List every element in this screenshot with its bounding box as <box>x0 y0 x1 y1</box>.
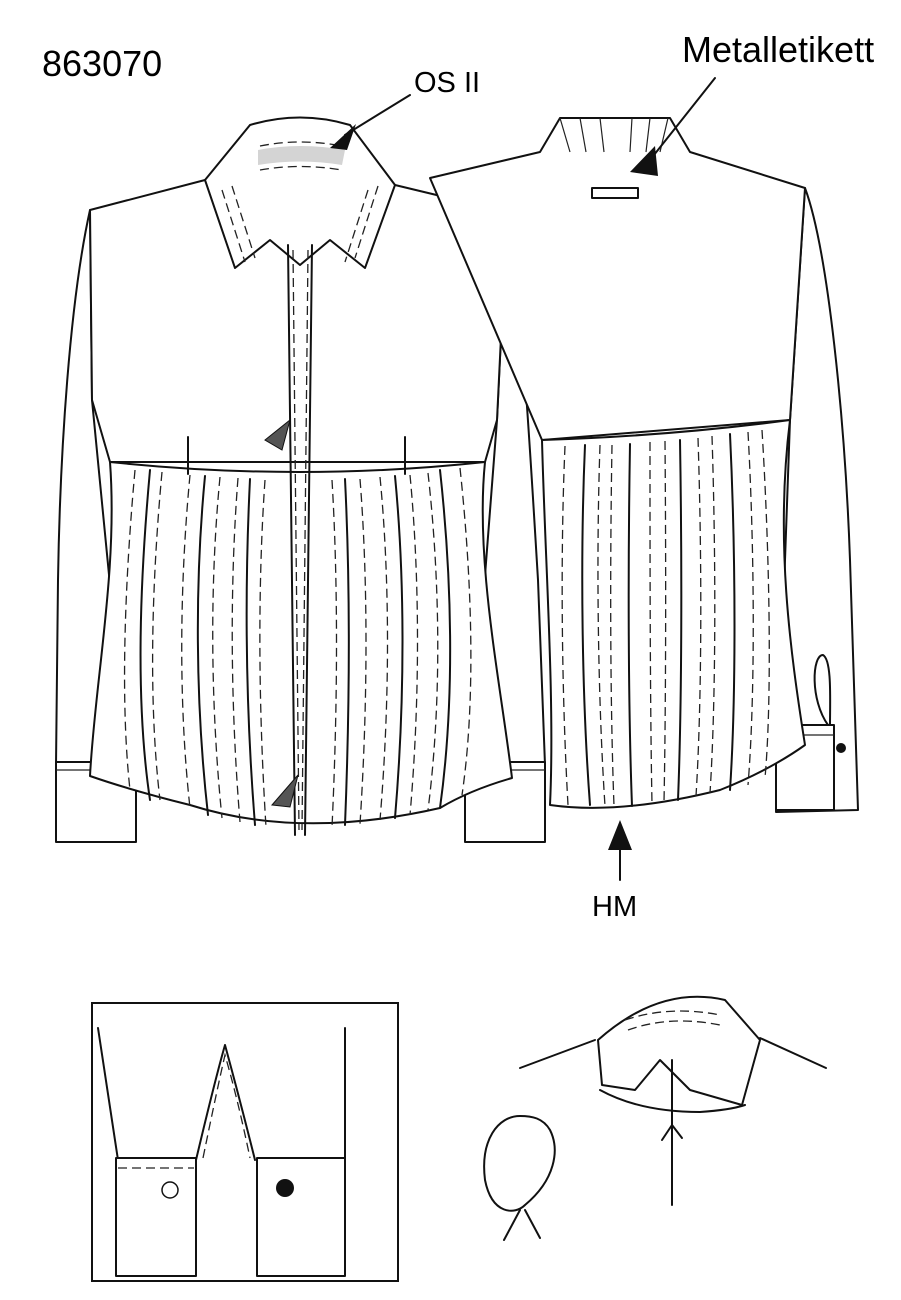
metal-label-patch <box>591 187 639 199</box>
front-pleat-seams <box>139 469 452 826</box>
cuff-right <box>256 1157 346 1277</box>
back-topstitching <box>561 429 770 807</box>
metal-label-callout-label: Metalletikett <box>682 29 874 70</box>
cuff-detail <box>91 1002 399 1282</box>
front-view <box>55 94 546 843</box>
back-view <box>429 77 859 881</box>
collar-callout-label: OS II <box>414 67 480 99</box>
back-right-sleeve <box>775 187 859 813</box>
cuff-button <box>836 743 846 753</box>
cuff-left <box>115 1157 197 1277</box>
collar-detail <box>483 995 827 1241</box>
article-number: 863070 <box>42 43 162 84</box>
hem-arrow <box>608 820 632 850</box>
front-topstitching <box>123 467 472 828</box>
front-collar <box>204 116 396 269</box>
hem-callout-label: HM <box>592 891 637 923</box>
collar-arrow <box>330 124 356 150</box>
front-arrow-lower <box>270 774 299 808</box>
button-icon <box>276 1179 294 1197</box>
metal-label-arrow <box>630 146 658 176</box>
back-lower-body <box>541 419 806 809</box>
buttonhole-icon <box>161 1181 179 1199</box>
front-arrow-upper <box>264 418 291 451</box>
collar-detail-collar <box>597 995 761 1106</box>
back-pleat-seams <box>581 433 736 807</box>
back-bodice <box>429 117 806 441</box>
loop-detail <box>483 1115 556 1212</box>
